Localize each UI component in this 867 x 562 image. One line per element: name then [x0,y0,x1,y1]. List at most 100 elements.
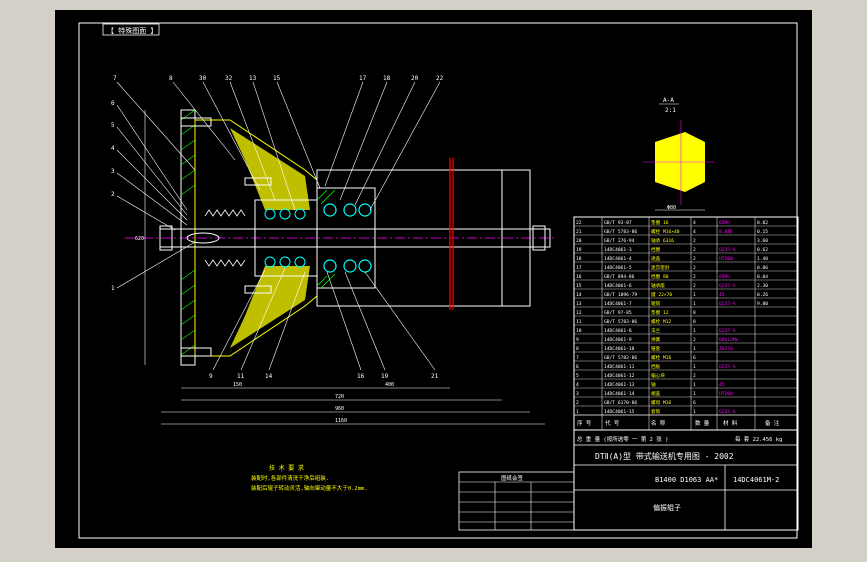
parts-list-cell: 14 [576,292,582,298]
technical-notes: 技 术 要 求 装配时,各部件清洗干净后组装. 装配后辊子转动灵活,轴向窜动量不… [251,464,368,492]
parts-list-cell: 6 [693,400,696,406]
parts-list-cell: 14DC4061-9 [604,337,632,343]
parts-list-cell: 透盖 [651,255,661,262]
parts-list-cell: 0.26 [757,292,768,298]
parts-list-cell: 垫圈 16 [651,219,669,226]
part-number: 13 [249,75,257,82]
part-number: 21 [431,373,439,380]
parts-list-cell: 8 [576,346,579,352]
parts-list-cell: 14DC4061-8 [604,328,632,334]
parts-list-cell: 16 [576,274,582,280]
parts-list-cell: 9 [576,337,579,343]
parts-list-cell: Q235-A [719,283,736,289]
parts-list-cell: 轴 [651,381,656,388]
parts-list-cell: GB/T 5782-86 [604,355,637,361]
dimension-text: 150 [233,382,242,388]
parts-list-cell: 1 [693,391,696,397]
parts-list-cell: 2 [693,373,696,379]
drawing-border [78,22,798,539]
parts-list-cell: 1 [576,409,579,415]
springs [204,209,246,267]
parts-list-cell: 14DC4061-4 [604,256,632,262]
parts-list-cell: 2.30 [757,283,768,289]
parts-list-cell: 2 [693,265,696,271]
part-name: 偏振辊子 [653,503,681,512]
part-number: 30 [199,75,207,82]
part-numbers-left: 6 5 4 3 2 1 [111,100,115,292]
parts-list-cell: 2 [693,337,696,343]
parts-list-cell: 2 [693,283,696,289]
parts-list-cell: 0.86 [757,265,768,271]
leaders-top [116,81,441,211]
parts-list-cell: 2 [693,256,696,262]
parts-list-cell: 14DC4061-12 [604,373,635,379]
cone-sleeve-lower [230,266,310,348]
parts-list-cell: 弹簧 [651,336,661,343]
parts-list-cell: 键 22×70 [651,291,672,298]
dimension-texts: 150 720 960 1160 400 620 [135,236,394,424]
title-block: 总 重 量 (按所选零 一 第 2 张 ) 每 套 22.456 kg DTⅡ(… [573,429,799,531]
parts-list-cell: 21 [576,229,582,235]
header-col: 名 称 [651,419,666,427]
parts-list-cell: 14DC4061-6 [604,283,632,289]
parts-list-cell: 2 [693,274,696,280]
dimension-text: 960 [335,406,344,412]
parts-list-cell: 端盖 [651,390,661,397]
parts-list-cell: Q235-A [719,301,736,307]
header-col: 数 量 [695,419,710,427]
note-line-1: 装配时,各部件清洗干净后组装. [251,474,329,482]
parts-list-cell: 挡板 [651,363,661,370]
parts-list-cell: HT200 [719,256,733,262]
header-col: 序 号 [577,419,592,427]
parts-list-cell: 挡圈 80 [651,273,669,280]
drawing-tag-box [102,23,160,36]
parts-list-cell: GB/T 5783-86 [604,319,637,325]
parts-list-cell: GB/T 894-86 [604,274,635,280]
bearing-balls-right [323,203,372,273]
dimension-lines [144,110,545,425]
parts-list-cell: 偏心块 [651,372,665,379]
dimension-text: 720 [335,394,344,400]
parts-list-cell: 7 [576,355,579,361]
part-numbers-bottom: 9 11 14 16 19 21 [209,373,439,380]
leaders-bottom [212,267,436,371]
parts-list-cell: 45 [719,382,725,388]
part-number: 18 [383,75,391,82]
part-number: 14 [265,373,273,380]
parts-list-cell: 6 [693,355,696,361]
parts-list-cell: Q235-A [719,364,736,370]
parts-list-cell: 8 [693,319,696,325]
shaft-end-left [159,225,173,251]
parts-list-cell: 10 [576,328,582,334]
weight-line-left: 总 重 量 (按所选零 一 第 2 张 ) [577,435,668,443]
part-number: 5 [111,122,115,129]
dimension-text: 400 [385,382,394,388]
parts-list-cell: 2 [693,247,696,253]
drawing-number: 14DC4061M-2 [733,476,779,484]
parts-list-cell: 8.8级 [719,228,732,235]
parts-list-cell: 轴承 6316 [651,237,674,244]
parts-list-cell: 17 [576,265,582,271]
parts-list-cell: 14DC4061-15 [604,409,635,415]
parts-list-cell: 14DC4061-7 [604,301,632,307]
parts-list-cell: 1 [693,328,696,334]
standard-title: DTⅡ(A)型 带式输送机专用图 - 2002 [595,451,734,461]
shaft-end-right [532,225,546,251]
parts-list-cell: 15 [576,283,582,289]
parts-list-cell: 1 [693,301,696,307]
part-number: 32 [225,75,233,82]
cone-sleeve-upper [230,128,310,210]
section-label: A-A [663,97,674,104]
part-number: 16 [357,373,365,380]
cad-drawing-canvas[interactable]: 【 特殊图面 】 [55,10,812,548]
parts-list-cell: 22 [576,220,582,226]
parts-list-cell: 螺栓 M12 [651,318,671,325]
part-number: 4 [111,145,115,152]
parts-list-cell: 65Mn [719,274,730,280]
parts-list-cell: 12 [576,310,582,316]
parts-list-header: 序 号 代 号 名 称 数 量 材 料 备 注 [577,419,780,427]
dimension-text: 1160 [335,418,347,424]
parts-list-cell: 1 [693,364,696,370]
parts-list-cell: 迷宫密封 [651,264,670,271]
part-number: 17 [359,75,367,82]
